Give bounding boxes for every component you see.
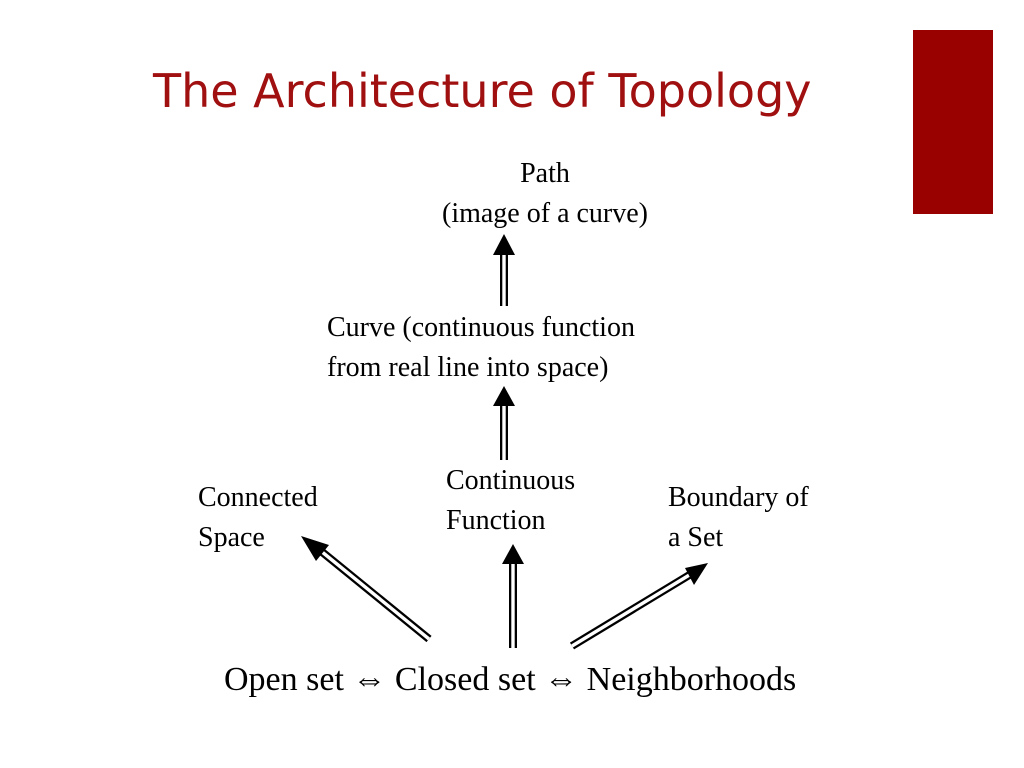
base-open-set: Open set <box>224 661 344 698</box>
arrow-to-path <box>493 234 515 306</box>
node-boundary-of-set: Boundary of a Set <box>668 478 809 558</box>
node-continuous-function: Continuous Function <box>446 461 575 541</box>
arrow-to-curve <box>493 386 515 460</box>
node-path: Path (image of a curve) <box>400 154 690 234</box>
node-connected-line1: Connected <box>198 482 318 513</box>
node-continuous-line1: Continuous <box>446 465 576 496</box>
base-equivalence-1: ⇔ <box>352 661 387 698</box>
node-boundary-line1: Boundary of <box>668 482 809 513</box>
node-curve-line1: Curve (continuous function <box>327 312 635 343</box>
base-closed-set: Closed set <box>394 661 536 698</box>
node-curve: Curve (continuous function from real lin… <box>327 308 635 388</box>
arrow-to-boundary-of-set <box>569 563 708 650</box>
node-boundary-line2: a Set <box>668 522 724 553</box>
base-equivalence-2: ⇔ <box>544 661 579 698</box>
arrow-to-continuous-function <box>502 544 524 648</box>
node-continuous-line2: Function <box>446 505 546 536</box>
node-connected-space: Connected Space <box>198 478 318 558</box>
node-curve-line2: from real line into space) <box>327 352 609 383</box>
node-open-closed-neighborhoods: Open set ⇔ Closed set ⇔ Neighborhoods <box>224 658 796 702</box>
node-path-line1: Path <box>520 158 570 189</box>
arrow-to-connected-space <box>301 536 432 643</box>
accent-bar <box>913 30 993 214</box>
slide-title: The Architecture of Topology <box>153 64 812 118</box>
node-connected-line2: Space <box>198 522 265 553</box>
base-neighborhoods: Neighborhoods <box>586 661 797 698</box>
node-path-line2: (image of a curve) <box>442 198 648 229</box>
